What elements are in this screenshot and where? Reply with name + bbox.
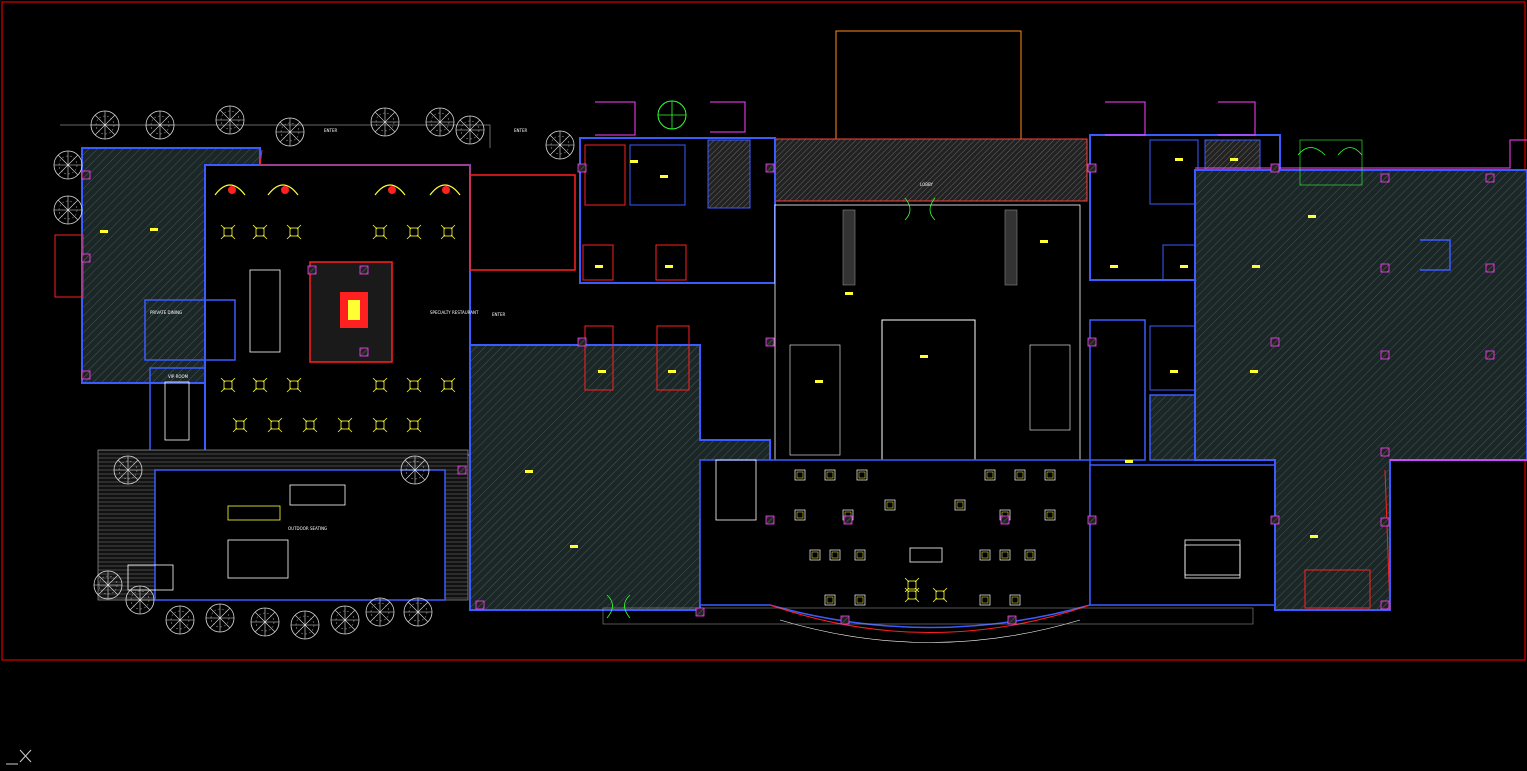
right-service-block bbox=[1089, 319, 1146, 461]
label-private-dining: PRIVATE DINING bbox=[150, 310, 183, 315]
lounge-dining bbox=[699, 459, 1091, 629]
lounge-entrance bbox=[469, 174, 576, 271]
label-enter-2: ENTER bbox=[514, 128, 528, 133]
label-lobby: LOBBY bbox=[920, 182, 933, 187]
restaurant-seating bbox=[214, 184, 461, 433]
label-enter-1: ENTER bbox=[324, 128, 338, 133]
label-enter-3: ENTER bbox=[492, 312, 506, 317]
canopy-outline bbox=[835, 30, 1022, 140]
main-lobby bbox=[774, 204, 1081, 461]
private-dining bbox=[144, 299, 236, 361]
label-outdoor-seating: OUTDOOR SEATING bbox=[288, 526, 328, 531]
entrance-canopy bbox=[751, 138, 1088, 202]
meeting-room bbox=[1089, 464, 1276, 606]
ucs-icon bbox=[6, 749, 32, 765]
door-swing-icon bbox=[606, 147, 1363, 619]
label-vip-room: VIP ROOM bbox=[168, 374, 189, 379]
lounge-furniture bbox=[715, 459, 1241, 606]
label-specialty-restaurant: SPECIALTY RESTAURANT bbox=[430, 310, 479, 315]
